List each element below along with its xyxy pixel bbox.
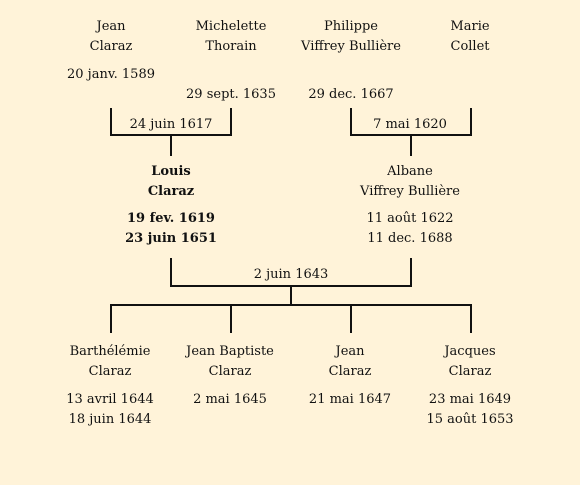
person-barthelemie: Barthélémie Claraz xyxy=(70,342,151,382)
last-name: Thorain xyxy=(205,39,257,54)
marriage-date-left: 24 juin 1617 xyxy=(129,117,213,132)
person-albane: Albane Viffrey Bullière xyxy=(360,162,460,202)
death-date: 23 juin 1651 xyxy=(125,231,217,246)
dates-jean-baptiste: 2 mai 1645 xyxy=(193,390,267,410)
dates-jean-child: 21 mai 1647 xyxy=(309,390,391,410)
birth-date: 21 mai 1647 xyxy=(308,392,392,407)
person-michelette: Michelette Thorain xyxy=(196,17,267,57)
last-name: Claraz xyxy=(448,364,492,379)
last-name: Viffrey Bullière xyxy=(301,39,401,54)
marriage-date-center: 2 juin 1643 xyxy=(253,267,329,282)
death-date: 11 dec. 1688 xyxy=(367,231,453,246)
first-name: Louis xyxy=(151,164,191,179)
dates-louis: 19 fev. 1619 23 juin 1651 xyxy=(125,209,217,249)
last-name: Claraz xyxy=(147,184,195,199)
person-philippe: Philippe Viffrey Bullière xyxy=(301,17,401,57)
birth-date: 13 avril 1644 xyxy=(66,392,154,407)
first-name: Michelette xyxy=(195,19,267,34)
marriage-date-right: 7 mai 1620 xyxy=(373,117,447,132)
first-name: Barthélémie xyxy=(69,344,151,359)
date-philippe: 29 dec. 1667 xyxy=(308,87,394,102)
death-date: 18 juin 1644 xyxy=(68,412,152,427)
last-name: Claraz xyxy=(88,364,132,379)
birth-date: 23 mai 1649 xyxy=(428,392,512,407)
birth-date: 11 août 1622 xyxy=(366,211,454,226)
first-name: Jean Baptiste xyxy=(186,344,274,359)
birth-date: 2 mai 1645 xyxy=(193,392,267,407)
person-marie: Marie Collet xyxy=(450,17,489,57)
first-name: Jean xyxy=(96,19,126,34)
person-jean-child: Jean Claraz xyxy=(329,342,372,382)
date-michelette: 29 sept. 1635 xyxy=(186,87,276,102)
first-name: Philippe xyxy=(324,19,378,34)
dates-barthelemie: 13 avril 1644 18 juin 1644 xyxy=(66,390,154,430)
first-name: Albane xyxy=(387,164,433,179)
person-jean-baptiste: Jean Baptiste Claraz xyxy=(186,342,274,382)
person-jacques: Jacques Claraz xyxy=(444,342,495,382)
dates-albane: 11 août 1622 11 dec. 1688 xyxy=(366,209,453,249)
last-name: Claraz xyxy=(208,364,252,379)
last-name: Claraz xyxy=(89,39,133,54)
date-jean-grandfather: 20 janv. 1589 xyxy=(67,67,155,82)
last-name: Viffrey Bullière xyxy=(360,184,460,199)
birth-date: 19 fev. 1619 xyxy=(127,211,215,226)
first-name: Jacques xyxy=(444,344,496,359)
first-name: Jean xyxy=(335,344,365,359)
dates-jacques: 23 mai 1649 15 août 1653 xyxy=(426,390,513,430)
last-name: Collet xyxy=(450,39,490,54)
last-name: Claraz xyxy=(328,364,372,379)
person-louis: Louis Claraz xyxy=(148,162,194,202)
person-jean-grandfather: Jean Claraz xyxy=(90,17,133,57)
children-bar xyxy=(110,304,472,333)
first-name: Marie xyxy=(450,19,490,34)
death-date: 15 août 1653 xyxy=(426,412,514,427)
